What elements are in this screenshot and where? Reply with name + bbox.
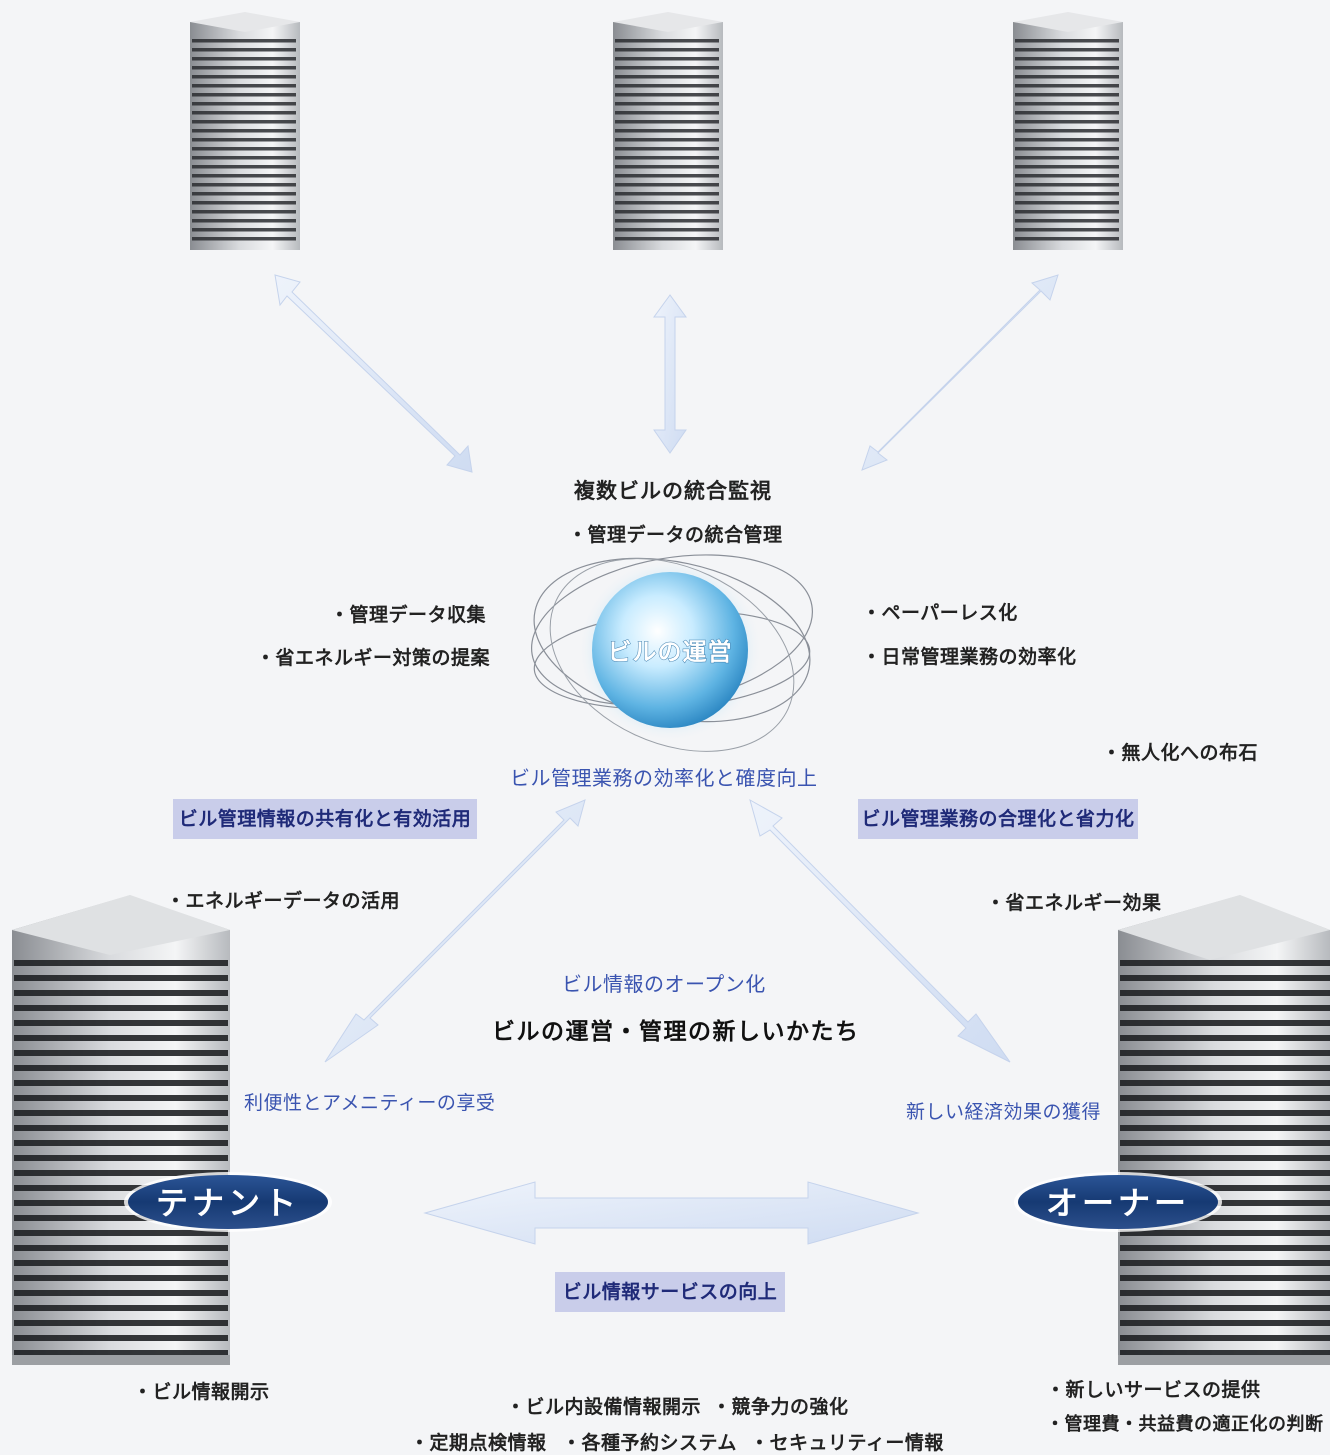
double-arrow-icon-top-right [861,274,1059,471]
double-arrow-icon-center-left [324,799,586,1063]
globe-label: ビルの運営 [608,638,733,666]
building-icon-top-left [190,12,300,250]
building-icon-top-right [1013,12,1123,250]
building-icon-tenant [12,895,230,1365]
energy-data-note: ・エネルギーデータの活用 [166,890,401,912]
building-icon-owner [1118,895,1330,1365]
tenant-label: テナント [156,1184,300,1222]
tenant-benefit: 利便性とアメニティーの享受 [244,1092,496,1114]
bottom-line2-item-3: ・セキュリティー情報 [750,1432,944,1454]
tenant-note: ・ビル情報開示 [133,1381,270,1403]
bottom-line2-item-1: ・定期点検情報 [410,1432,547,1454]
center-sub: ・管理データの統合管理 [568,524,783,546]
building-icon-top-center [613,12,723,250]
box-left: ビル管理情報の共有化と有効活用 [173,799,477,839]
owner-label: オーナー [1046,1184,1190,1222]
owner-badge: オーナー [1014,1172,1222,1232]
center-title: 複数ビルの統合監視 [574,479,772,503]
center-caption: ビル管理業務の効率化と確度向上 [510,766,818,790]
double-arrow-icon-horizontal [423,1181,920,1245]
double-arrow-icon-center-right [749,798,1011,1063]
right-note-2: ・日常管理業務の効率化 [862,646,1077,668]
energy-effect-note: ・省エネルギー効果 [986,892,1162,914]
owner-benefit: 新しい経済効果の獲得 [906,1101,1102,1123]
main-title: ビルの運営・管理の新しいかたち [492,1019,860,1045]
owner-note-2: ・管理費・共益費の適正化の判断 [1046,1414,1324,1435]
box-bottom: ビル情報サービスの向上 [555,1272,785,1312]
open-info-label: ビル情報のオープン化 [562,972,766,996]
double-arrow-icon-top-center [653,294,687,454]
tenant-badge: テナント [124,1172,332,1232]
bottom-line2-item-2: ・各種予約システム [562,1432,737,1454]
left-note-1: ・管理データ収集 [330,604,487,626]
globe-icon: ビルの運営 [530,554,814,752]
left-note-2: ・省エネルギー対策の提案 [256,647,491,669]
double-arrow-icon-top-left [274,274,473,473]
bottom-line1-item-2: ・競争力の強化 [712,1396,849,1418]
bottom-line1-item-1: ・ビル内設備情報開示 [506,1396,702,1418]
right-note-1: ・ペーパーレス化 [862,602,1018,624]
box-right: ビル管理業務の合理化と省力化 [858,799,1138,839]
right-extra-note: ・無人化への布石 [1102,742,1259,764]
owner-note-1: ・新しいサービスの提供 [1046,1379,1261,1401]
